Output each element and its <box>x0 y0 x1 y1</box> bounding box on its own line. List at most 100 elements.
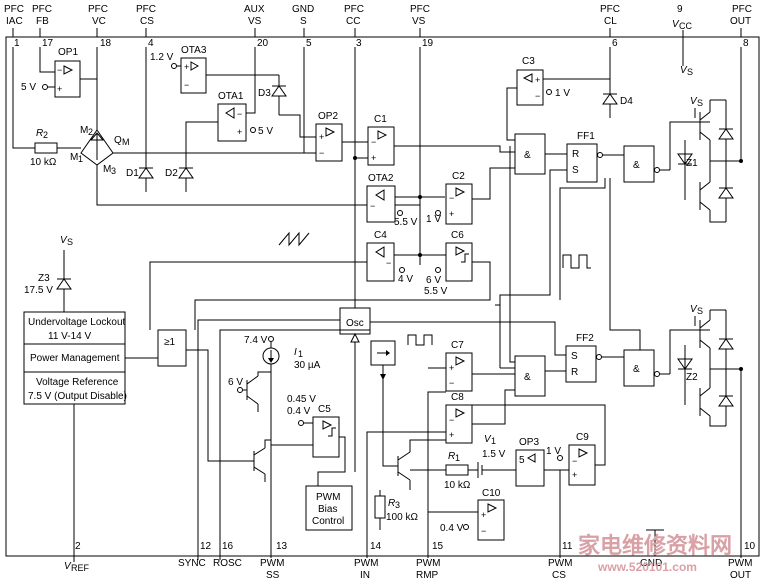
svg-text:−: − <box>370 201 375 211</box>
square-wave-icon-2 <box>407 334 433 346</box>
transistor-sync <box>253 439 271 482</box>
svg-text:18: 18 <box>100 38 112 49</box>
svg-text:&: & <box>524 372 531 383</box>
oscillator-label: Osc <box>346 318 364 329</box>
svg-text:PFC: PFC <box>732 4 752 15</box>
pwm-bias-line1: PWM <box>316 492 340 503</box>
svg-text:−: − <box>449 193 454 203</box>
power-management-label: Power Management <box>30 353 120 364</box>
svg-text:10 kΩ: 10 kΩ <box>444 480 471 491</box>
svg-text:1.2 V: 1.2 V <box>150 52 174 63</box>
svg-text:SS: SS <box>266 570 280 581</box>
svg-text:PFC: PFC <box>88 4 108 15</box>
svg-text:0.4 V: 0.4 V <box>287 406 311 417</box>
svg-text:&: & <box>524 150 531 161</box>
uvlo-range: 11 V-14 V <box>48 331 92 342</box>
svg-text:1: 1 <box>491 436 496 446</box>
svg-text:PFC: PFC <box>32 4 52 15</box>
svg-text:V: V <box>672 19 680 30</box>
svg-text:PWM: PWM <box>728 558 752 569</box>
svg-text:1 V: 1 V <box>426 214 441 225</box>
svg-text:−: − <box>449 415 454 425</box>
pin-gnd: GND <box>640 529 664 569</box>
svg-text:&: & <box>633 364 640 375</box>
svg-text:C8: C8 <box>451 392 464 403</box>
svg-text:−: − <box>371 137 376 147</box>
comparator-c3: C3 +− 1 V <box>506 47 611 141</box>
pin-num-1: 1 <box>14 38 20 49</box>
svg-text:C2: C2 <box>452 171 465 182</box>
svg-text:C9: C9 <box>576 432 589 443</box>
svg-text:+: + <box>184 62 189 72</box>
svg-text:11: 11 <box>562 541 573 552</box>
buffer-box <box>370 340 398 467</box>
svg-text:&: & <box>633 160 640 171</box>
and-gate-output-1: & <box>623 145 670 183</box>
svg-text:R: R <box>572 149 579 160</box>
svg-text:IAC: IAC <box>6 16 23 27</box>
svg-text:C5: C5 <box>318 404 331 415</box>
svg-text:PFC: PFC <box>410 4 430 15</box>
svg-text:+: + <box>57 84 62 94</box>
svg-text:6 V: 6 V <box>426 275 441 286</box>
svg-text:C3: C3 <box>522 56 535 67</box>
svg-text:V: V <box>690 96 698 107</box>
uvlo-title: Undervoltage Lockout <box>28 317 126 328</box>
watermark-url: www.520101.com <box>597 560 697 574</box>
svg-text:−: − <box>184 80 189 90</box>
ota3-amplifier: OTA3 +− 1.2 V <box>150 45 256 94</box>
svg-text:IN: IN <box>360 570 370 581</box>
svg-text:I: I <box>294 347 297 358</box>
vref-block: Voltage Reference 7.5 V (Output Disable) <box>23 371 127 405</box>
svg-text:C10: C10 <box>482 488 501 499</box>
and-gate-output-2: & <box>623 349 670 387</box>
watermark-main: 家电维修资料网 <box>578 533 732 558</box>
pwm-bias-line3: Control <box>312 516 344 527</box>
svg-text:+: + <box>237 127 242 137</box>
svg-text:R: R <box>571 367 578 378</box>
svg-text:PFC: PFC <box>136 4 156 15</box>
svg-text:+: + <box>535 75 540 85</box>
or-gate: ≥1 <box>157 329 254 462</box>
comparator-c2: C2 −+ 1 V <box>426 167 515 225</box>
svg-text:REF: REF <box>71 563 90 573</box>
svg-text:Z1: Z1 <box>686 158 698 169</box>
comparator-c10: C10 +− 0.4 V <box>428 488 505 541</box>
svg-text:GND: GND <box>292 4 314 15</box>
svg-text:20: 20 <box>257 38 269 49</box>
svg-text:R: R <box>388 498 395 509</box>
svg-text:7.4 V: 7.4 V <box>244 335 268 346</box>
or-gate-label: ≥1 <box>164 337 175 348</box>
flip-flop-ff1: FF1 RS <box>566 131 624 183</box>
ota2-amplifier: OTA2 − 5.5 V <box>366 173 418 228</box>
svg-text:RMP: RMP <box>416 570 439 581</box>
svg-text:S: S <box>697 98 703 108</box>
svg-text:CC: CC <box>346 16 360 27</box>
svg-text:15: 15 <box>432 541 444 552</box>
svg-text:2: 2 <box>43 130 48 140</box>
op1-amplifier: OP1 −+ 5 V <box>21 47 98 98</box>
svg-text:−: − <box>237 109 242 119</box>
svg-text:OP3: OP3 <box>519 437 539 448</box>
svg-text:4 V: 4 V <box>398 274 413 285</box>
svg-text:AUX: AUX <box>244 4 265 15</box>
svg-text:S: S <box>572 165 579 176</box>
svg-text:6: 6 <box>612 38 618 49</box>
svg-text:CS: CS <box>140 16 154 27</box>
svg-text:3: 3 <box>356 38 362 49</box>
pin-16-rosc: 16 ROSC <box>213 541 242 569</box>
svg-text:V: V <box>680 65 688 76</box>
